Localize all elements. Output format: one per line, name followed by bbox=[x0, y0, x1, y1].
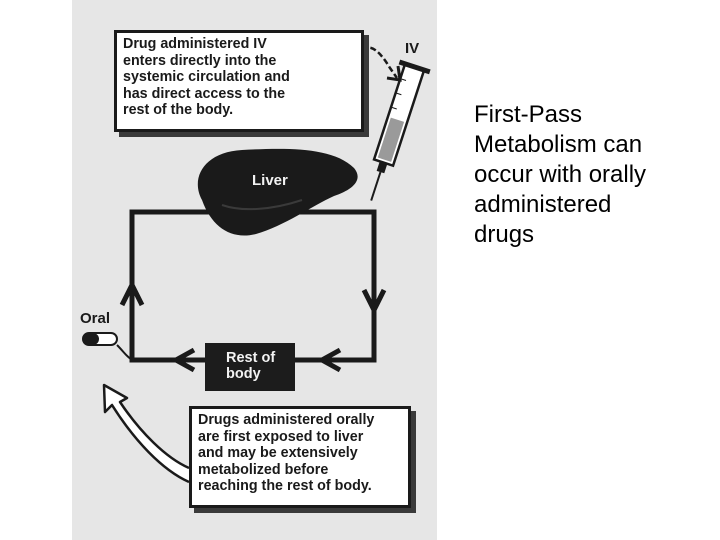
oral-callout-line: are first exposed to liver bbox=[198, 429, 402, 446]
oral-callout-line: Drugs administered orally bbox=[198, 412, 402, 429]
caption-line: First-Pass bbox=[474, 100, 714, 130]
iv-callout-line: has direct access to the bbox=[123, 86, 355, 103]
body-box-line: Rest of bbox=[226, 350, 295, 366]
caption-line: administered bbox=[474, 190, 714, 220]
oral-callout: Drugs administered orally are first expo… bbox=[189, 406, 411, 508]
oral-callout-arrow bbox=[104, 385, 189, 482]
iv-callout-line: rest of the body. bbox=[123, 102, 355, 119]
slide-caption: First-Pass Metabolism can occur with ora… bbox=[474, 100, 714, 250]
iv-callout-arrow bbox=[362, 48, 397, 78]
iv-callout-line: enters directly into the bbox=[123, 53, 355, 70]
oral-callout-line: and may be extensively bbox=[198, 445, 402, 462]
body-box-line: body bbox=[226, 366, 295, 382]
iv-callout-line: Drug administered IV bbox=[123, 36, 355, 53]
iv-callout-line: systemic circulation and bbox=[123, 69, 355, 86]
first-pass-diagram: Drug administered IV enters directly int… bbox=[72, 0, 437, 540]
liver-shape bbox=[198, 149, 358, 236]
syringe-icon bbox=[356, 60, 431, 206]
caption-line: occur with orally bbox=[474, 160, 714, 190]
caption-line: drugs bbox=[474, 220, 714, 250]
iv-callout: Drug administered IV enters directly int… bbox=[114, 30, 364, 132]
rest-of-body-box: Rest of body bbox=[205, 343, 295, 391]
liver-label: Liver bbox=[252, 172, 288, 189]
oral-callout-line: reaching the rest of body. bbox=[198, 478, 402, 495]
oral-label: Oral bbox=[80, 310, 110, 327]
caption-line: Metabolism can bbox=[474, 130, 714, 160]
capsule-icon bbox=[83, 333, 117, 345]
oral-callout-line: metabolized before bbox=[198, 462, 402, 479]
iv-label: IV bbox=[405, 40, 419, 57]
